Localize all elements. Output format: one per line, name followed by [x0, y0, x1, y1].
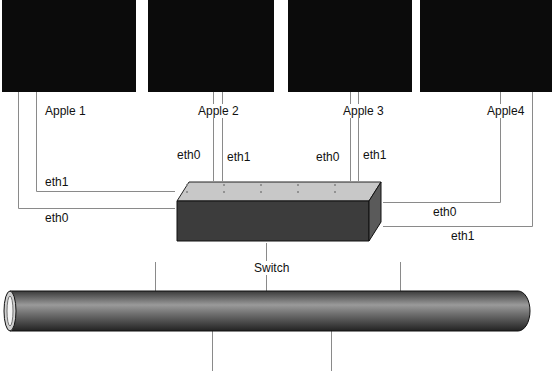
interface-label: eth0: [432, 205, 457, 219]
switch-front: [177, 201, 369, 241]
interface-label: eth0: [176, 148, 201, 162]
network-cable: [383, 92, 533, 227]
drop-wire: [331, 330, 332, 371]
switch-texture: [186, 184, 187, 185]
switch-texture: [260, 191, 261, 192]
interface-label: eth1: [450, 229, 475, 243]
bus-end-inner: [7, 296, 13, 326]
switch-box: Switch: [175, 181, 383, 243]
interface-label: eth0: [315, 150, 340, 164]
switch-texture: [186, 184, 187, 185]
switch-texture: [334, 191, 335, 192]
server-box: Apple 1: [2, 0, 136, 92]
switch-texture: [223, 184, 224, 185]
switch-texture: [334, 191, 335, 192]
bus-cylinder: [4, 291, 530, 331]
switch-texture: [223, 191, 224, 192]
switch-texture: [186, 191, 187, 192]
switch-texture: [260, 191, 261, 192]
node-label: Apple 1: [44, 104, 87, 118]
network-cable: [383, 92, 501, 203]
server-box: Apple4: [420, 0, 552, 92]
node-label: Apple4: [486, 104, 525, 118]
switch-texture: [334, 191, 335, 192]
switch-texture: [260, 184, 261, 185]
switch-texture: [260, 184, 261, 185]
switch-texture: [334, 184, 335, 185]
switch-texture: [297, 184, 298, 185]
switch-top: [177, 182, 381, 201]
switch-texture: [223, 191, 224, 192]
interface-label: eth0: [44, 211, 69, 225]
switch-texture: [223, 184, 224, 185]
switch-texture: [260, 191, 261, 192]
switch-texture: [297, 191, 298, 192]
switch-texture: [297, 191, 298, 192]
network-cable: [19, 92, 176, 209]
switch-texture: [186, 191, 187, 192]
switch-shape: [175, 181, 383, 243]
switch-side: [369, 182, 381, 241]
switch-texture: [186, 191, 187, 192]
switch-texture: [223, 191, 224, 192]
switch-texture: [223, 184, 224, 185]
server-box: Apple 2: [148, 0, 274, 92]
drop-wire: [212, 330, 213, 371]
switch-texture: [260, 184, 261, 185]
switch-texture: [334, 184, 335, 185]
node-label: Apple 2: [197, 104, 240, 118]
switch-texture: [334, 184, 335, 185]
switch-texture: [186, 184, 187, 185]
drop-wire: [155, 262, 156, 292]
server-box: Apple 3: [288, 0, 412, 92]
switch-texture: [260, 184, 261, 185]
switch-texture: [334, 184, 335, 185]
switch-texture: [334, 191, 335, 192]
interface-label: eth1: [362, 148, 387, 162]
switch-texture: [297, 184, 298, 185]
switch-texture: [186, 191, 187, 192]
switch-texture: [297, 191, 298, 192]
node-label: Switch: [253, 261, 290, 275]
bus-end: [4, 291, 16, 331]
network-cable: [37, 92, 176, 192]
switch-texture: [186, 184, 187, 185]
switch-texture: [223, 191, 224, 192]
interface-label: eth1: [226, 150, 251, 164]
switch-texture: [297, 191, 298, 192]
switch-texture: [223, 184, 224, 185]
drop-wire: [400, 262, 401, 292]
switch-texture: [297, 184, 298, 185]
switch-texture: [297, 184, 298, 185]
interface-label: eth1: [44, 175, 69, 189]
bus-body: [10, 291, 530, 331]
node-label: Apple 3: [342, 104, 385, 118]
switch-texture: [260, 191, 261, 192]
